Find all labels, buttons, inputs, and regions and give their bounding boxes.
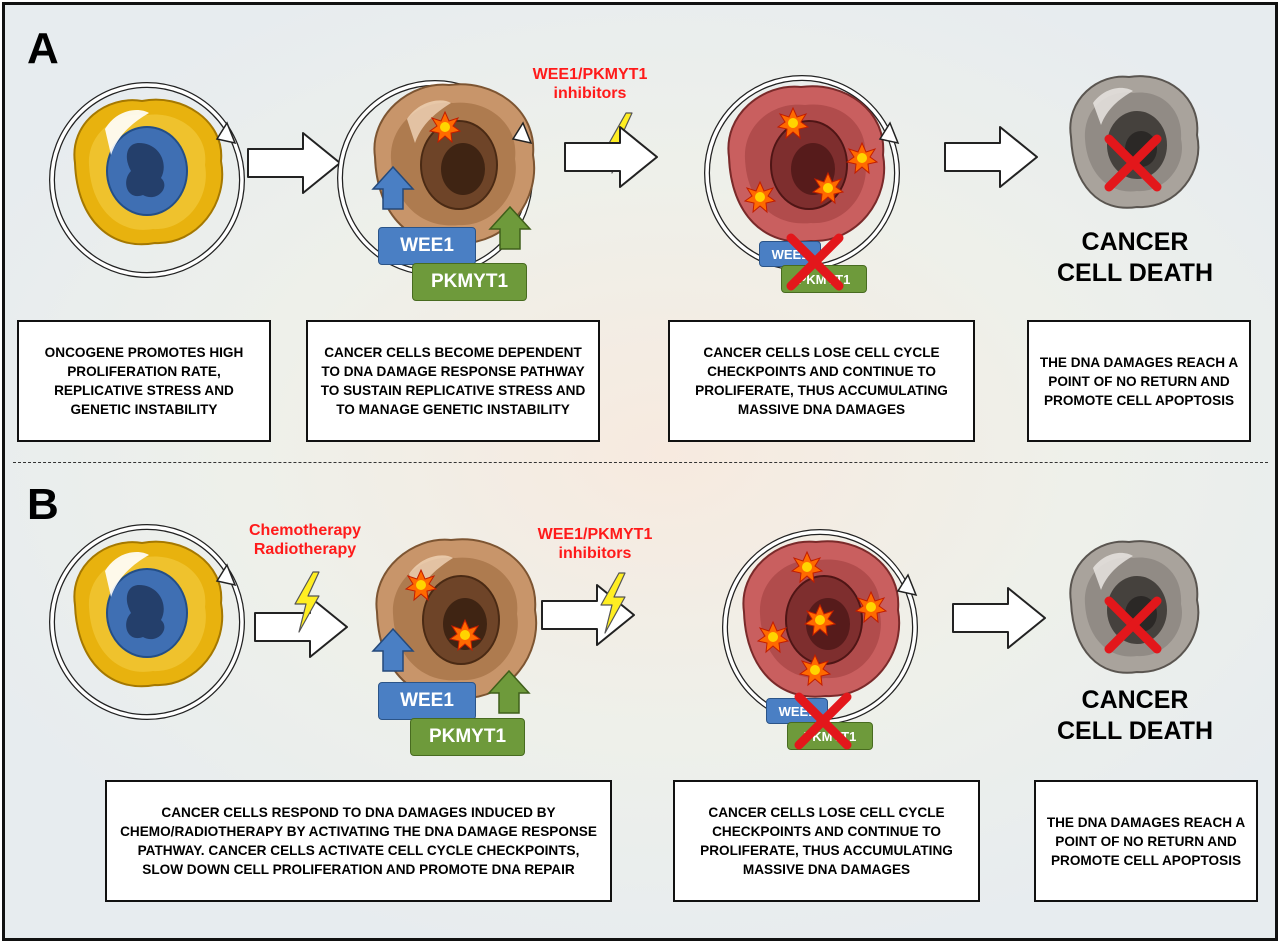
panel-a-box-2: CANCER CELLS BECOME DEPENDENT TO DNA DAM… bbox=[306, 320, 600, 442]
flow-arrow-icon bbox=[247, 132, 341, 194]
inhibitor-label-line2: inhibitors bbox=[553, 85, 627, 102]
panel-a-box-4: THE DNA DAMAGES REACH A POINT OF NO RETU… bbox=[1027, 320, 1251, 442]
death-line2: CELL DEATH bbox=[1056, 717, 1214, 745]
diagram-artwork bbox=[49, 75, 1200, 725]
flow-arrow-icon bbox=[564, 126, 658, 188]
death-line1: CANCER bbox=[1081, 228, 1189, 256]
panel-a-box-3: CANCER CELLS LOSE CELL CYCLE CHECKPOINTS… bbox=[668, 320, 975, 442]
flow-arrow-icon bbox=[541, 584, 635, 646]
healthy-cell-icon bbox=[73, 540, 224, 688]
wee1-tag-inhibited: WEE1 bbox=[759, 241, 821, 267]
inhibitor-label-line2: inhibitors bbox=[558, 545, 632, 562]
cancer-cell-death-b: CANCER CELL DEATH bbox=[1055, 685, 1215, 747]
death-line1: CANCER bbox=[1081, 686, 1189, 714]
wee1-tag-inhibited: WEE1 bbox=[766, 698, 828, 724]
flow-arrow-icon bbox=[952, 587, 1046, 649]
inhibitor-label-a: WEE1/PKMYT1 inhibitors bbox=[530, 65, 650, 103]
panel-b-box-2: CANCER CELLS LOSE CELL CYCLE CHECKPOINTS… bbox=[673, 780, 980, 902]
therapy-label-b: Chemotherapy Radiotherapy bbox=[240, 521, 370, 559]
panel-b-box-3: THE DNA DAMAGES REACH A POINT OF NO RETU… bbox=[1034, 780, 1258, 902]
inhibitor-label-b: WEE1/PKMYT1 inhibitors bbox=[535, 525, 655, 563]
pkmyt1-tag-inhibited: PKMYT1 bbox=[787, 722, 873, 750]
pkmyt1-tag: PKMYT1 bbox=[410, 718, 525, 756]
cancer-cell-death-a: CANCER CELL DEATH bbox=[1055, 227, 1215, 289]
pkmyt1-tag: PKMYT1 bbox=[412, 263, 527, 301]
panel-b-box-1: CANCER CELLS RESPOND TO DNA DAMAGES INDU… bbox=[105, 780, 612, 902]
inhibitor-label-line1: WEE1/PKMYT1 bbox=[537, 526, 653, 543]
panel-a-letter: A bbox=[27, 24, 59, 73]
death-line2: CELL DEATH bbox=[1056, 259, 1214, 287]
wee1-tag: WEE1 bbox=[378, 227, 476, 265]
panel-b-letter: B bbox=[27, 480, 59, 529]
healthy-cell-icon bbox=[73, 98, 224, 246]
therapy-label-line1: Chemotherapy bbox=[248, 522, 362, 539]
therapy-label-line2: Radiotherapy bbox=[253, 541, 357, 558]
flow-arrow-icon bbox=[944, 126, 1038, 188]
wee1-tag: WEE1 bbox=[378, 682, 476, 720]
panel-divider bbox=[13, 462, 1268, 463]
inhibitor-label-line1: WEE1/PKMYT1 bbox=[532, 66, 648, 83]
dead-cell-icon bbox=[1069, 540, 1200, 674]
panel-a-artwork bbox=[49, 75, 1200, 278]
panel-a-box-1: ONCOGENE PROMOTES HIGH PROLIFERATION RAT… bbox=[17, 320, 271, 442]
dead-cell-icon bbox=[1069, 75, 1200, 209]
pkmyt1-tag-inhibited: PKMYT1 bbox=[781, 265, 867, 293]
